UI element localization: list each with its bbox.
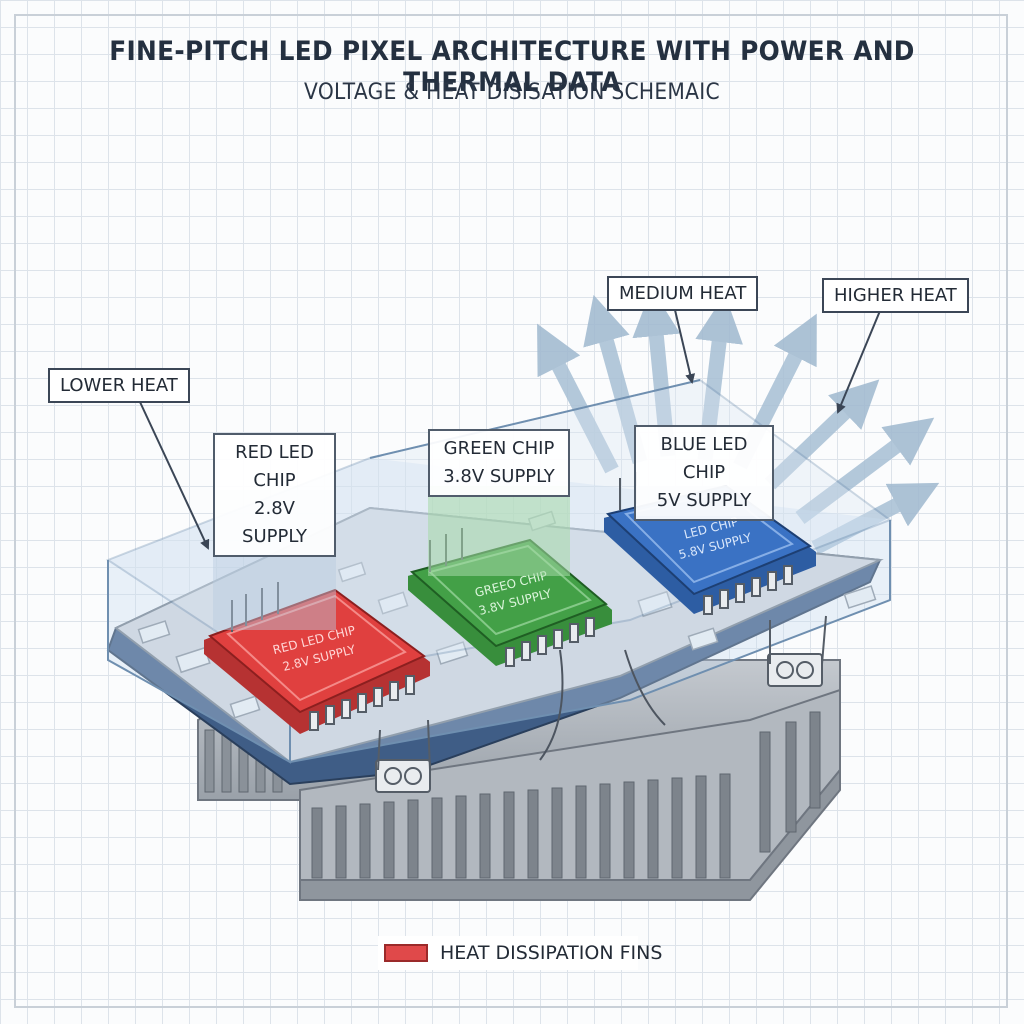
- leader-lines: [139, 305, 883, 550]
- legend-swatch: [384, 944, 428, 962]
- green-chip-label: GREEN CHIP 3.8V SUPPLY: [428, 429, 570, 497]
- board-connectors: [375, 615, 827, 793]
- green-chip-name: GREEN CHIP: [443, 438, 555, 459]
- page-subtitle: VOLTAGE & HEAT DISISATION SCHEMAIC: [304, 80, 720, 105]
- green-chip-supply: 3.8V SUPPLY: [443, 466, 555, 487]
- medium-heat-callout: MEDIUM HEAT: [607, 276, 759, 311]
- cables: [539, 649, 666, 761]
- blue-chip-label: BLUE LED CHIP 5V SUPPLY: [634, 425, 774, 521]
- diagram-frame: [14, 14, 1008, 1008]
- legend-label: HEAT DISSIPATION FINS: [440, 942, 663, 964]
- higher-heat-callout: HIGHER HEAT: [822, 278, 969, 313]
- heat-arrow: [795, 417, 935, 525]
- blue-chip-name: BLUE LED CHIP: [660, 434, 748, 483]
- heat-arrow: [583, 294, 648, 465]
- red-chip-name: RED LED CHIP: [235, 442, 314, 491]
- red-chip-label: RED LED CHIP 2.8V SUPPLY: [213, 433, 336, 557]
- blue-chip-supply: 5V SUPPLY: [656, 490, 752, 511]
- lower-heat-callout: LOWER HEAT: [48, 368, 190, 403]
- legend: HEAT DISSIPATION FINS: [378, 936, 662, 970]
- heat-arrow: [811, 482, 940, 555]
- chip-pins: [231, 472, 793, 731]
- red-chip-supply: 2.8V SUPPLY: [242, 498, 307, 547]
- page-title: FINE-PITCH LED PIXEL ARCHITECTURE WITH P…: [109, 36, 915, 98]
- heat-arrow: [764, 379, 880, 490]
